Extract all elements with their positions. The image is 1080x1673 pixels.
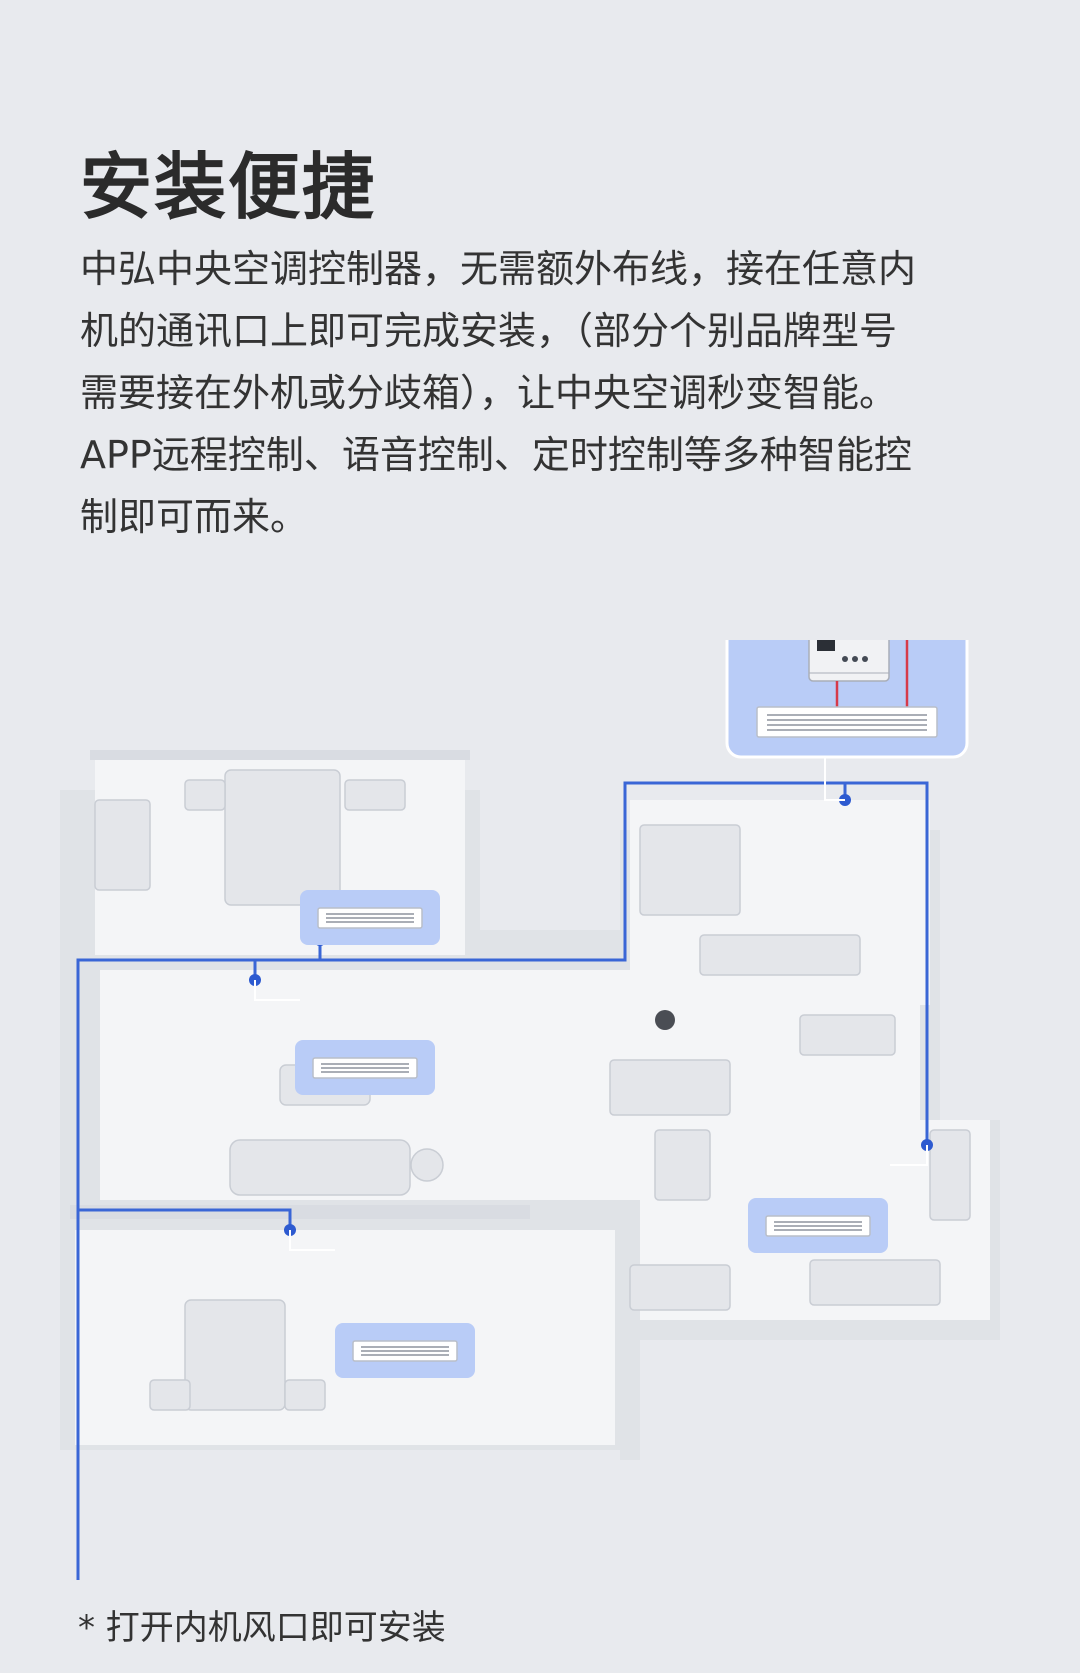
sofa xyxy=(229,1139,411,1196)
wardrobe xyxy=(94,799,151,891)
description-line: 制即可而来。 xyxy=(80,495,309,539)
nightstand xyxy=(344,779,406,811)
furniture xyxy=(94,769,971,1411)
description-line: 机的通讯口上即可完成安装，（部分个别品牌型号 xyxy=(80,309,898,353)
cabinet xyxy=(699,934,861,976)
indoor-unit-callout xyxy=(295,1040,435,1095)
cabinet xyxy=(809,1259,941,1306)
cabinet xyxy=(629,1264,731,1311)
bed xyxy=(184,1299,286,1411)
description-line: APP远程控制、语音控制、定时控制等多种智能控 xyxy=(80,433,912,477)
robot-vacuum xyxy=(655,1010,675,1030)
controller-callout xyxy=(725,640,969,759)
table xyxy=(799,1014,896,1056)
indoor-unit-callout xyxy=(748,1198,888,1253)
bed xyxy=(639,824,741,916)
installation-footnote: * 打开内机风口即可安装 xyxy=(78,1608,446,1648)
bed xyxy=(224,769,341,906)
power-wire xyxy=(905,640,909,707)
description-line: 需要接在外机或分歧箱），让中央空调秒变智能。 xyxy=(80,371,898,415)
wiring-network xyxy=(76,781,929,1580)
nightstand xyxy=(284,1379,326,1411)
nightstand xyxy=(149,1379,191,1411)
indoor-unit-callout xyxy=(300,890,440,945)
tv-cabinet xyxy=(609,1059,731,1116)
page-title: 安装便捷 xyxy=(80,145,377,229)
floor-plan-illustration xyxy=(60,640,1000,1580)
description-text: 中弘中央空调控制器，无需额外布线，接在任意内 机的通讯口上即可完成安装，（部分个… xyxy=(80,238,1010,548)
description-line: 中弘中央空调控制器，无需额外布线，接在任意内 xyxy=(80,247,917,291)
controller-display xyxy=(817,640,835,651)
nightstand xyxy=(184,779,226,811)
side-table xyxy=(410,1148,444,1182)
dining-table xyxy=(654,1129,711,1201)
counter xyxy=(929,1129,971,1221)
indoor-unit-callout xyxy=(335,1323,475,1378)
